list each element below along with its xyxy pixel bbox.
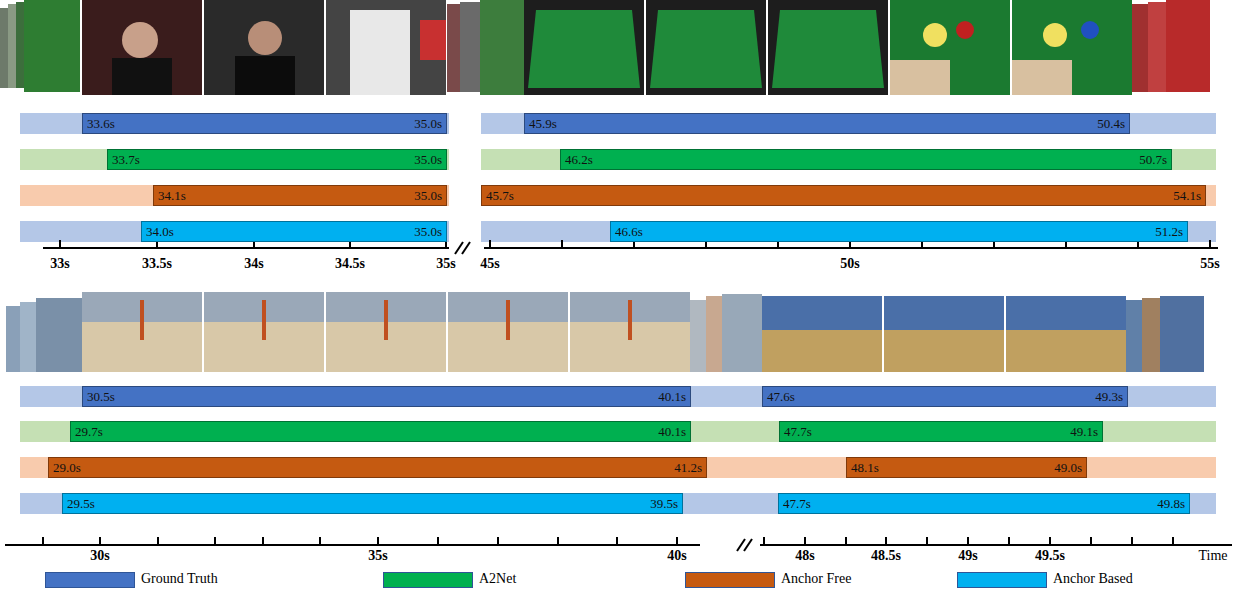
axis-label: 48s (795, 548, 814, 564)
time-value: 29.5s (67, 496, 95, 512)
axis-label: 33.5s (142, 256, 172, 272)
axis-label: 34.5s (335, 256, 365, 272)
legend-text: Anchor Free (781, 571, 851, 587)
legend-swatch (957, 572, 1047, 588)
segment-bar: 47.7s 49.1s (779, 421, 1103, 442)
row-bands (20, 113, 1216, 514)
axis-label: 34s (244, 256, 263, 272)
time-value: 51.2s (1155, 224, 1183, 240)
time-value: 47.7s (783, 496, 811, 512)
axis-label: Time (1198, 548, 1227, 564)
time-value: 48.1s (851, 460, 879, 476)
time-value: 46.2s (565, 152, 593, 168)
time-value: 50.7s (1139, 152, 1167, 168)
segment-bar: 45.9s 50.4s (524, 113, 1130, 134)
time-value: 45.7s (486, 188, 514, 204)
axis-label: 48.5s (871, 548, 901, 564)
axis-label: 35s (368, 548, 387, 564)
segment-bar: 34.1s 35.0s (153, 185, 447, 206)
time-value: 47.6s (767, 389, 795, 405)
segment-bar: 33.7s 35.0s (107, 149, 447, 170)
time-value: 45.9s (529, 116, 557, 132)
segment-bar: 29.5s 39.5s (62, 493, 683, 514)
time-value: 33.7s (112, 152, 140, 168)
segment-bar: 30.5s 40.1s (82, 386, 691, 407)
video-frames (6, 292, 1204, 372)
time-value: 50.4s (1097, 116, 1125, 132)
time-value: 46.6s (615, 224, 643, 240)
time-value: 35.0s (414, 224, 442, 240)
time-value: 54.1s (1173, 188, 1201, 204)
time-value: 34.0s (146, 224, 174, 240)
legend-swatch (45, 572, 135, 588)
axis-label: 35s (436, 256, 455, 272)
axis-label: 45s (480, 256, 499, 272)
axis-label: 49s (958, 548, 977, 564)
time-value: 49.0s (1054, 460, 1082, 476)
legend-swatch (685, 572, 775, 588)
time-value: 41.2s (674, 460, 702, 476)
axis-label: 33s (50, 256, 69, 272)
time-value: 29.7s (75, 424, 103, 440)
time-value: 35.0s (414, 188, 442, 204)
segment-bar: 29.0s 41.2s (48, 457, 707, 478)
time-value: 40.1s (658, 389, 686, 405)
legend-text: Ground Truth (141, 571, 218, 587)
time-value: 35.0s (414, 116, 442, 132)
legend-text: A2Net (479, 571, 516, 587)
time-value: 35.0s (414, 152, 442, 168)
time-value: 33.6s (87, 116, 115, 132)
time-value: 30.5s (87, 389, 115, 405)
axis-label: 55s (1200, 256, 1219, 272)
segment-bar: 46.6s 51.2s (610, 221, 1188, 242)
axis-label: 50s (840, 256, 859, 272)
segment-bar: 47.6s 49.3s (762, 386, 1128, 407)
segment-bar: 34.0s 35.0s (141, 221, 447, 242)
time-axis (5, 240, 1232, 551)
time-value: 49.8s (1157, 496, 1185, 512)
time-value: 40.1s (658, 424, 686, 440)
segment-bar: 45.7s 54.1s (481, 185, 1206, 206)
legend-swatch (383, 572, 473, 588)
time-value: 47.7s (784, 424, 812, 440)
segment-bar: 48.1s 49.0s (846, 457, 1087, 478)
axis-label: 30s (90, 548, 109, 564)
segment-bar: 29.7s 40.1s (70, 421, 691, 442)
axis-label: 49.5s (1035, 548, 1065, 564)
time-value: 34.1s (158, 188, 186, 204)
time-value: 49.1s (1070, 424, 1098, 440)
time-value: 29.0s (53, 460, 81, 476)
time-value: 49.3s (1095, 389, 1123, 405)
axis-label: 40s (667, 548, 686, 564)
segment-bar: 46.2s 50.7s (560, 149, 1172, 170)
video-frames (0, 0, 1210, 95)
segment-bar: 47.7s 49.8s (778, 493, 1190, 514)
legend-text: Anchor Based (1053, 571, 1133, 587)
time-value: 39.5s (650, 496, 678, 512)
segment-bar: 33.6s 35.0s (82, 113, 447, 134)
